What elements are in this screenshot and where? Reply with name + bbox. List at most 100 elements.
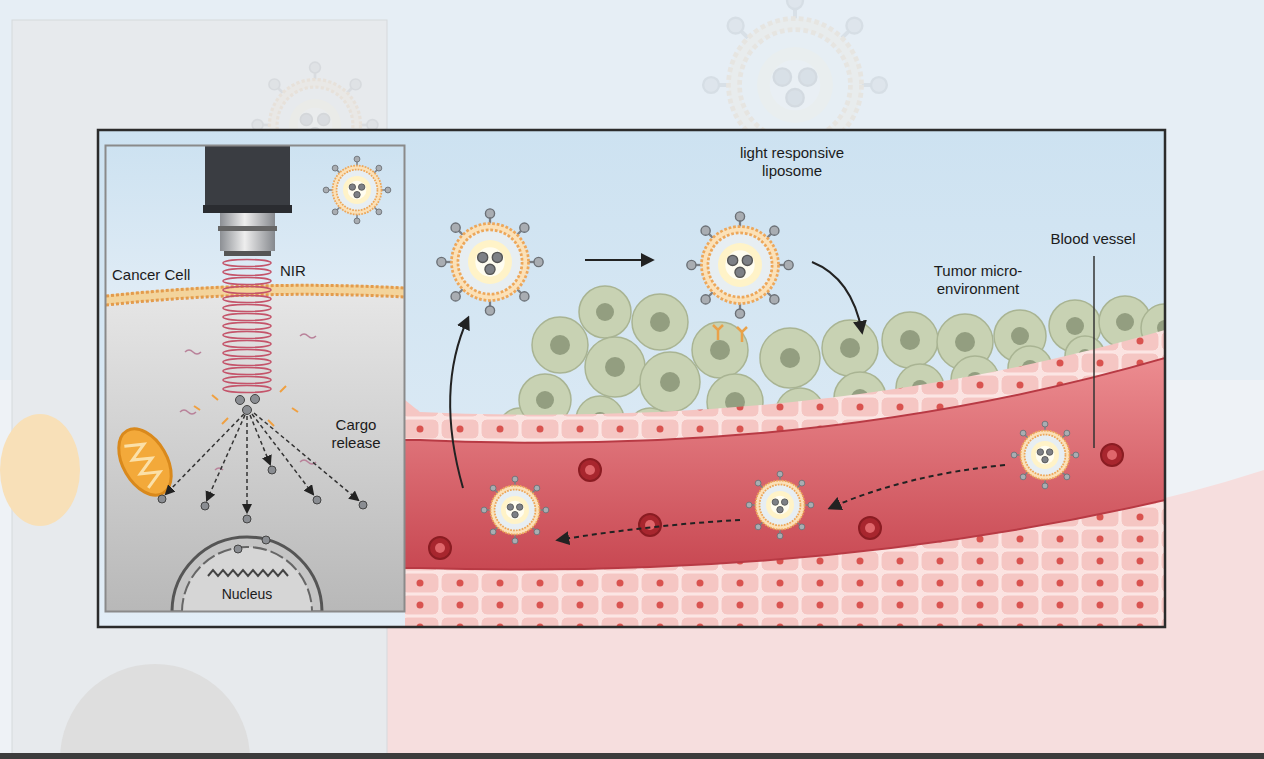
flow-arrow-part (558, 520, 740, 540)
squiggle-part (300, 334, 316, 338)
flow-arrow-part (585, 259, 652, 261)
objective-lens-part (205, 146, 290, 208)
spark-part (222, 418, 228, 424)
nir-beam-part (223, 350, 271, 357)
nir-beam-part (223, 314, 271, 321)
tumor-cells-part (900, 330, 920, 350)
tumor-cells-part (585, 337, 645, 397)
objective-lens-part (224, 251, 271, 256)
squiggle (180, 334, 316, 470)
blood-cell (429, 444, 1123, 559)
label: NIR (280, 262, 320, 280)
cargo-dot-part (234, 545, 242, 553)
spark-part (280, 386, 286, 392)
objective-lens-part (203, 205, 292, 213)
nir-beam-part (223, 287, 271, 294)
nir-beam-part (223, 332, 271, 339)
nir-beam-part (223, 296, 271, 303)
liposome-part (687, 212, 793, 318)
flow-arrow-part (830, 465, 1005, 508)
liposome-part (746, 471, 814, 539)
receptor-part (713, 325, 723, 340)
nucleus-shape-part (172, 537, 322, 611)
tumor-cells-part (605, 357, 625, 377)
cell-membrane-part (106, 285, 404, 296)
flow-arrow-part (450, 318, 468, 488)
nir-beam-part (223, 278, 271, 285)
cargo-arrow-part (250, 415, 270, 464)
mitochondrion (108, 420, 182, 504)
inset-panel-part (106, 146, 404, 315)
inset-panel-part (106, 293, 404, 611)
vessel-wall (405, 330, 1164, 626)
faded-background-part (0, 414, 80, 526)
blood-cell-part (1107, 450, 1117, 460)
spark-part (212, 395, 218, 400)
objective-lens-part (220, 213, 275, 251)
tumor-cells-part (840, 338, 860, 358)
panel-border (98, 130, 1165, 627)
cargo-dot-part (268, 466, 276, 474)
nucleus-shape (172, 537, 322, 611)
nir-beam-part (223, 359, 271, 366)
mitochondrion-part (124, 437, 164, 488)
liposome-part (1011, 421, 1079, 489)
label: Cancer Cell (112, 266, 212, 284)
nir-beam-part (223, 323, 271, 330)
label: Cargo release (316, 416, 396, 452)
spark (194, 386, 298, 426)
tumor-cells-part (536, 391, 554, 409)
spark-part (268, 420, 274, 426)
inset-panel (106, 146, 404, 611)
cargo-arrow-part (246, 416, 248, 512)
flow-arrow-part (812, 262, 862, 332)
receptor-part (737, 327, 747, 342)
nir-beam-part (223, 269, 271, 276)
nucleus-node: Nucleus (216, 586, 279, 607)
tumor-cells-part (550, 335, 570, 355)
inset-border (106, 146, 405, 612)
label: Blood vessel (1030, 230, 1156, 248)
label: Tumor micro-environment (908, 262, 1048, 298)
faded-background-part (0, 753, 1264, 759)
nucleus-shape-part (208, 570, 288, 576)
tumor-cells-part (596, 303, 614, 321)
blood-cell-part (865, 523, 875, 533)
blood-cell-part (435, 543, 445, 553)
vessel-wall-part (405, 330, 1164, 626)
cargo-arrow-part (207, 415, 245, 500)
tumor-cells-part (1116, 313, 1134, 331)
blood-cell-part (1101, 444, 1123, 466)
cargo-arrow (166, 413, 358, 512)
squiggle-part (185, 350, 201, 354)
mitochondrion-part (108, 420, 182, 504)
tumor-cells-part (882, 312, 938, 368)
nir-beam-part (223, 305, 271, 312)
vessel-lumen-part (405, 358, 1164, 443)
tumor-cells-part (579, 286, 631, 338)
cell-membrane (106, 285, 404, 305)
tumor-cells-part (1066, 317, 1084, 335)
tumor-cells-part (1011, 327, 1029, 345)
nir-beam (223, 260, 271, 393)
tumor-cells-part (710, 340, 730, 360)
cargo-dot-part (313, 496, 321, 504)
nir-beam-part (223, 377, 271, 384)
faded-background-part (60, 664, 250, 759)
tumor-cells-part (692, 322, 748, 378)
cargo-dot-part (243, 406, 252, 415)
cell-membrane-part (106, 294, 404, 305)
vessel-lumen-part (405, 358, 1164, 570)
liposome (437, 209, 1079, 544)
objective-lens (203, 146, 292, 256)
nir-beam-part (223, 386, 271, 393)
cargo-dot-part (262, 536, 270, 544)
tumor-cells-part (632, 294, 688, 350)
nir-beam-part (223, 341, 271, 348)
tumor-cells-part (640, 352, 700, 412)
tumor-cells-part (780, 348, 800, 368)
cargo-dot-part (243, 515, 251, 523)
blood-cell-part (585, 465, 595, 475)
